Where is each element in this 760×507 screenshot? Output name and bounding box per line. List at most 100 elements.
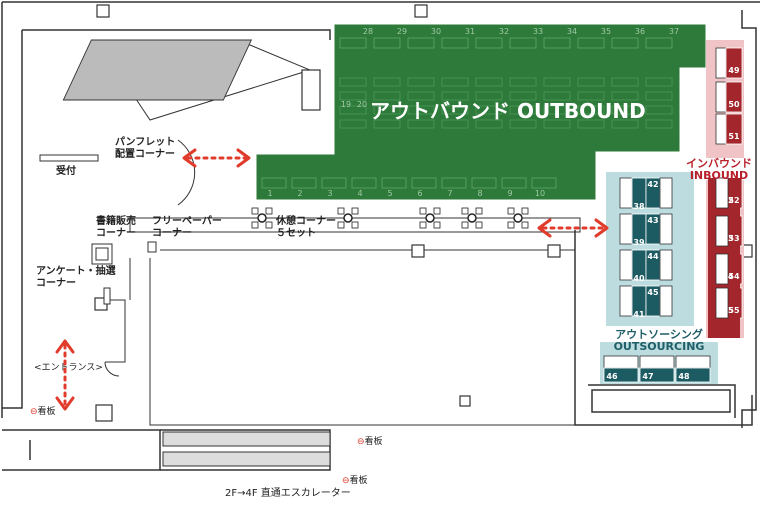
booth-outline [261, 177, 287, 189]
booth-outline [441, 177, 467, 189]
booth-number: 36 [634, 27, 646, 36]
survey-label: アンケート・抽選 コーナー [36, 266, 116, 289]
booth-outline [611, 105, 639, 115]
booth-outline [501, 177, 527, 189]
booth-number: 50 [728, 100, 740, 109]
booth-outline [645, 77, 673, 87]
outsourcing-booth [603, 367, 639, 383]
lounge-chair [475, 207, 483, 215]
booth-outline [373, 105, 401, 115]
lounge-table [257, 213, 267, 223]
outsourcing-booth [639, 367, 675, 383]
booth-number: 29 [396, 27, 408, 36]
free-paper-label: フリーペーパー コーナー [152, 216, 222, 239]
booth-number: 43 [647, 216, 659, 225]
booth-outline [407, 77, 435, 87]
booth-outline [373, 91, 401, 101]
booth-number: 19 [340, 100, 352, 109]
booth-number: 37 [668, 27, 680, 36]
booth-outline [339, 37, 367, 49]
lounge-label: 休憩コーナー ５セット [276, 216, 336, 239]
booth-outline [407, 91, 435, 101]
signboard-label: 看板 [349, 476, 368, 486]
lounge-chair [461, 207, 469, 215]
booth-outline [645, 105, 673, 115]
booth-number: 31 [464, 27, 476, 36]
signboard-label: 看板 [37, 407, 56, 417]
booth-outline [339, 91, 367, 101]
arrows [55, 148, 609, 411]
booth-number: 40 [633, 274, 645, 283]
outsourcing-label-en: OUTSOURCING [613, 340, 705, 353]
booth-outline [373, 119, 401, 129]
booth-outline [543, 37, 571, 49]
lounge-tables [251, 207, 529, 229]
booth-outline [475, 105, 503, 115]
booth-outline [475, 37, 503, 49]
entrance-label: <エントランス> [34, 363, 103, 373]
booth-outline [339, 105, 367, 115]
booth-number: 2 [297, 189, 303, 198]
outsourcing-label: アウトソーシング OUTSOURCING [600, 329, 718, 353]
booth-number: 55 [728, 306, 740, 315]
inbound-desk [715, 177, 729, 209]
lounge-table [513, 213, 523, 223]
inbound-desk [715, 287, 729, 319]
booth-number: 35 [600, 27, 612, 36]
outsourcing-label-jp: アウトソーシング [615, 328, 703, 341]
booth-number: 45 [647, 288, 659, 297]
booth-outline [509, 37, 537, 49]
booth-number: 6 [417, 189, 423, 198]
booth-number: 7 [447, 189, 453, 198]
signboard-icon: ⊖ [357, 437, 365, 447]
signboard-entrance: ⊖看板 [30, 404, 56, 417]
booth-outline [577, 37, 605, 49]
booth-number: 53 [728, 234, 740, 243]
signboard-icon: ⊖ [342, 476, 350, 486]
booth-outline [543, 119, 571, 129]
outbound-booth-outlines [339, 77, 673, 129]
booth-number: 4 [357, 189, 363, 198]
inbound-booth [725, 81, 743, 113]
inbound-booth [725, 47, 743, 79]
lounge-chair [251, 207, 259, 215]
booth-number: 51 [728, 132, 740, 141]
inbound-label-jp: インバウンド [686, 157, 752, 170]
outbound-booths-top [339, 37, 673, 49]
booth-outline [339, 119, 367, 129]
inbound-desk [715, 253, 729, 285]
lounge-chair [507, 207, 515, 215]
booth-outline [475, 91, 503, 101]
booth-number: 32 [498, 27, 510, 36]
inbound-booths [708, 47, 743, 338]
booth-number: 53 [722, 234, 734, 243]
inbound-desk [715, 215, 729, 247]
booth-outline [381, 177, 407, 189]
booth-number: 54 [728, 272, 740, 281]
signboard-escalator-1: ⊖看板 [357, 434, 383, 447]
booth-outline [577, 105, 605, 115]
outsourcing-desk [659, 285, 673, 317]
booth-outline [441, 105, 469, 115]
lounge-chair [433, 207, 441, 215]
booth-outline [543, 77, 571, 87]
lounge-chair [251, 221, 259, 229]
booth-outline [475, 119, 503, 129]
pillars [94, 4, 753, 422]
signboard-icon: ⊖ [30, 407, 38, 417]
booth-outline [611, 77, 639, 87]
booth-number: 28 [362, 27, 374, 36]
booth-outline [291, 177, 317, 189]
booth-number: 46 [606, 372, 618, 381]
book-sales-label: 書籍販売 コーナー [96, 216, 136, 239]
booth-outline [611, 119, 639, 129]
booth-outline [441, 77, 469, 87]
booth-number: 44 [647, 252, 659, 261]
counters [39, 154, 157, 305]
booth-outline [373, 77, 401, 87]
booth-outline [509, 77, 537, 87]
booth-number: 33 [532, 27, 544, 36]
booth-number: 42 [647, 180, 659, 189]
booth-outline [407, 119, 435, 129]
